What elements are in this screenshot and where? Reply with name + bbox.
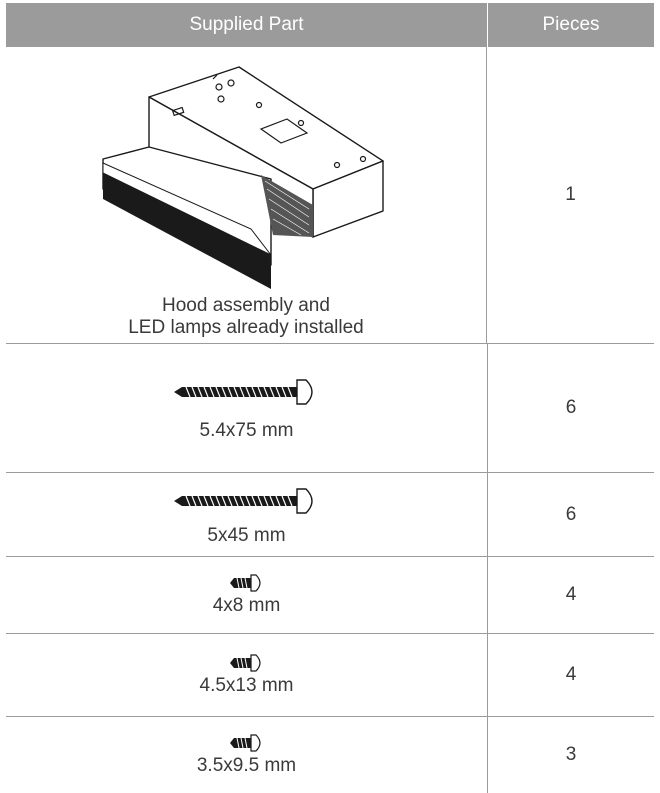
part-caption: 5x45 mm: [207, 524, 286, 546]
caption-line-1: Hood assembly and: [162, 295, 330, 316]
table-row: 4x8 mm 4: [6, 557, 654, 634]
short-screw-icon: [229, 654, 261, 672]
part-caption: Hood assembly and LED lamps already inst…: [128, 295, 364, 339]
short-screw-icon: [229, 734, 261, 752]
part-caption: 4x8 mm: [212, 595, 281, 616]
table-row: 3.5x9.5 mm 3: [6, 717, 654, 793]
pieces-count: 6: [565, 503, 577, 525]
caption-line-2: LED lamps already installed: [128, 317, 364, 338]
table-row: 5x45 mm 6: [6, 473, 654, 557]
part-caption: 3.5x9.5 mm: [196, 755, 297, 776]
pieces-count: 3: [565, 744, 577, 765]
parts-table: Supplied Part Pieces: [6, 3, 654, 793]
range-hood-illustration: [102, 66, 384, 289]
part-caption: 4.5x13 mm: [199, 675, 294, 696]
pieces-count: 1: [565, 184, 576, 205]
table-row: 5.4x75 mm 6: [6, 344, 654, 473]
long-screw-icon: [173, 379, 313, 405]
table-row: Hood assembly and LED lamps already inst…: [6, 47, 654, 344]
pieces-count: 4: [565, 584, 577, 605]
header-pieces: Pieces: [542, 14, 600, 35]
pieces-count: 6: [565, 397, 577, 418]
long-screw-icon: [173, 487, 313, 514]
header-supplied-part: Supplied Part: [6, 3, 488, 47]
table-header: Supplied Part Pieces: [6, 3, 654, 47]
short-screw-icon: [229, 574, 261, 592]
pieces-count: 4: [565, 664, 577, 685]
part-caption: 5.4x75 mm: [199, 420, 294, 441]
table-row: 4.5x13 mm 4: [6, 634, 654, 717]
